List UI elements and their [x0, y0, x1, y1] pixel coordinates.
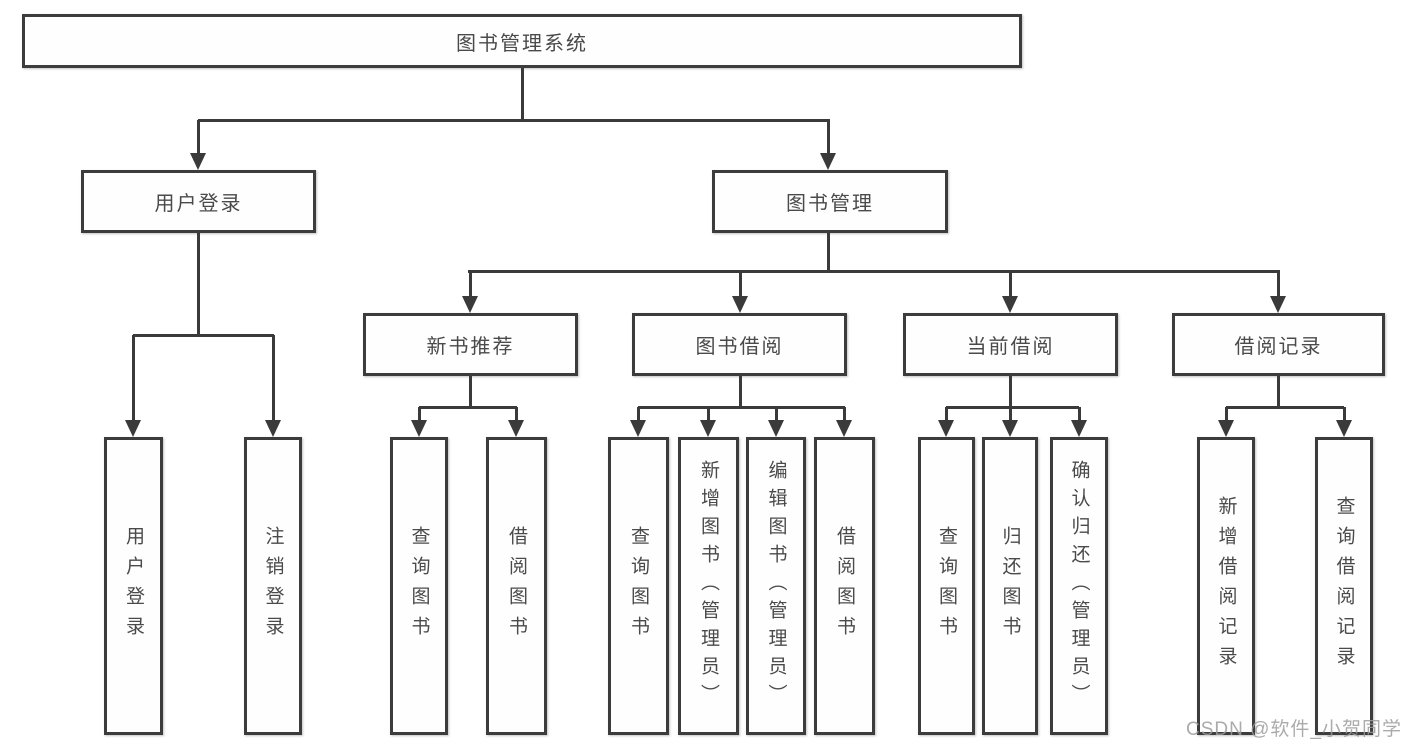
arrow-shaft — [469, 271, 472, 309]
arrowhead-down-icon — [411, 420, 427, 437]
leaf-label: 新增图书（管理员） — [698, 460, 719, 712]
leaf-add-borrow-record: 新增借阅记录 — [1197, 437, 1255, 735]
connector-line — [946, 406, 1079, 409]
leaf-label: 查询图书 — [408, 526, 430, 646]
arrowhead-down-icon — [1071, 420, 1087, 437]
node-label: 新书推荐 — [426, 336, 515, 358]
connector-line — [521, 68, 524, 120]
arrowhead-down-icon — [1002, 420, 1018, 437]
leaf-label: 新增借阅记录 — [1215, 496, 1237, 676]
leaf-label: 注销登录 — [262, 526, 284, 646]
node-label: 图书管理系统 — [456, 32, 588, 55]
leaf-query-books-borrow: 查询图书 — [608, 437, 669, 735]
arrow-shaft — [197, 120, 200, 166]
arrow-shaft — [1277, 271, 1280, 309]
arrowhead-down-icon — [768, 420, 784, 437]
leaf-label: 编辑图书（管理员） — [765, 460, 787, 712]
arrowhead-down-icon — [125, 420, 141, 437]
node-borrow-records: 借阅记录 — [1172, 313, 1385, 376]
leaf-edit-books-admin: 编辑图书（管理员） — [746, 437, 806, 735]
connector-line — [1226, 406, 1344, 409]
arrow-shaft — [272, 335, 275, 433]
leaf-confirm-return-admin: 确认归还（管理员） — [1050, 437, 1108, 735]
node-book-management: 图书管理 — [712, 170, 948, 233]
leaf-label: 借阅图书 — [506, 526, 527, 646]
connector-line — [468, 270, 1280, 273]
node-label: 用户登录 — [154, 193, 243, 215]
node-root-library-system: 图书管理系统 — [22, 14, 1022, 68]
arrowhead-down-icon — [732, 296, 748, 313]
leaf-label: 确认归还（管理员） — [1068, 460, 1090, 712]
leaf-label: 借阅图书 — [834, 526, 855, 646]
arrowhead-down-icon — [508, 420, 524, 437]
connector-line — [197, 233, 200, 335]
leaf-query-borrow-record: 查询借阅记录 — [1315, 437, 1373, 735]
arrowhead-down-icon — [462, 296, 478, 313]
leaf-label: 查询图书 — [936, 526, 957, 646]
arrow-shaft — [827, 120, 830, 166]
leaf-return-books: 归还图书 — [982, 437, 1038, 735]
leaf-label: 归还图书 — [999, 526, 1021, 646]
node-label: 借阅记录 — [1234, 336, 1323, 358]
connector-line — [133, 334, 274, 337]
leaf-add-books-admin: 新增图书（管理员） — [678, 437, 739, 735]
leaf-query-books-recommend: 查询图书 — [390, 437, 448, 735]
arrow-shaft — [739, 271, 742, 309]
node-book-borrow: 图书借阅 — [632, 313, 847, 376]
node-user-login: 用户登录 — [81, 170, 316, 233]
node-current-borrow: 当前借阅 — [903, 313, 1118, 376]
connector-line — [1009, 376, 1012, 407]
leaf-label: 用户登录 — [123, 526, 144, 646]
arrowhead-down-icon — [190, 153, 206, 170]
leaf-borrow-books-recommend: 借阅图书 — [486, 437, 547, 735]
leaf-borrow-books: 借阅图书 — [814, 437, 875, 735]
leaf-logout: 注销登录 — [244, 437, 302, 735]
connector-line — [827, 233, 830, 271]
connector-line — [739, 376, 742, 407]
leaf-user-login: 用户登录 — [104, 437, 163, 735]
arrowhead-down-icon — [630, 420, 646, 437]
arrowhead-down-icon — [1336, 420, 1352, 437]
csdn-watermark: CSDN @软件_小贺同学 — [1186, 719, 1402, 740]
connector-line — [1277, 376, 1280, 407]
arrowhead-down-icon — [1270, 296, 1286, 313]
leaf-label: 查询图书 — [628, 526, 649, 646]
arrow-shaft — [1009, 271, 1012, 309]
node-label: 当前借阅 — [966, 336, 1055, 358]
arrowhead-down-icon — [1218, 420, 1234, 437]
connector-line — [198, 119, 830, 122]
node-label: 图书借阅 — [695, 336, 784, 358]
node-label: 图书管理 — [786, 193, 874, 215]
leaf-label: 查询借阅记录 — [1333, 496, 1355, 676]
arrowhead-down-icon — [820, 153, 836, 170]
node-new-book-recommend: 新书推荐 — [363, 313, 578, 376]
arrowhead-down-icon — [1002, 296, 1018, 313]
connector-line — [638, 406, 845, 409]
arrowhead-down-icon — [700, 420, 716, 437]
connector-line — [419, 406, 517, 409]
arrow-shaft — [132, 335, 135, 433]
arrowhead-down-icon — [938, 420, 954, 437]
leaf-query-books-current: 查询图书 — [918, 437, 975, 735]
arrowhead-down-icon — [836, 420, 852, 437]
connector-line — [469, 376, 472, 407]
arrowhead-down-icon — [265, 420, 281, 437]
